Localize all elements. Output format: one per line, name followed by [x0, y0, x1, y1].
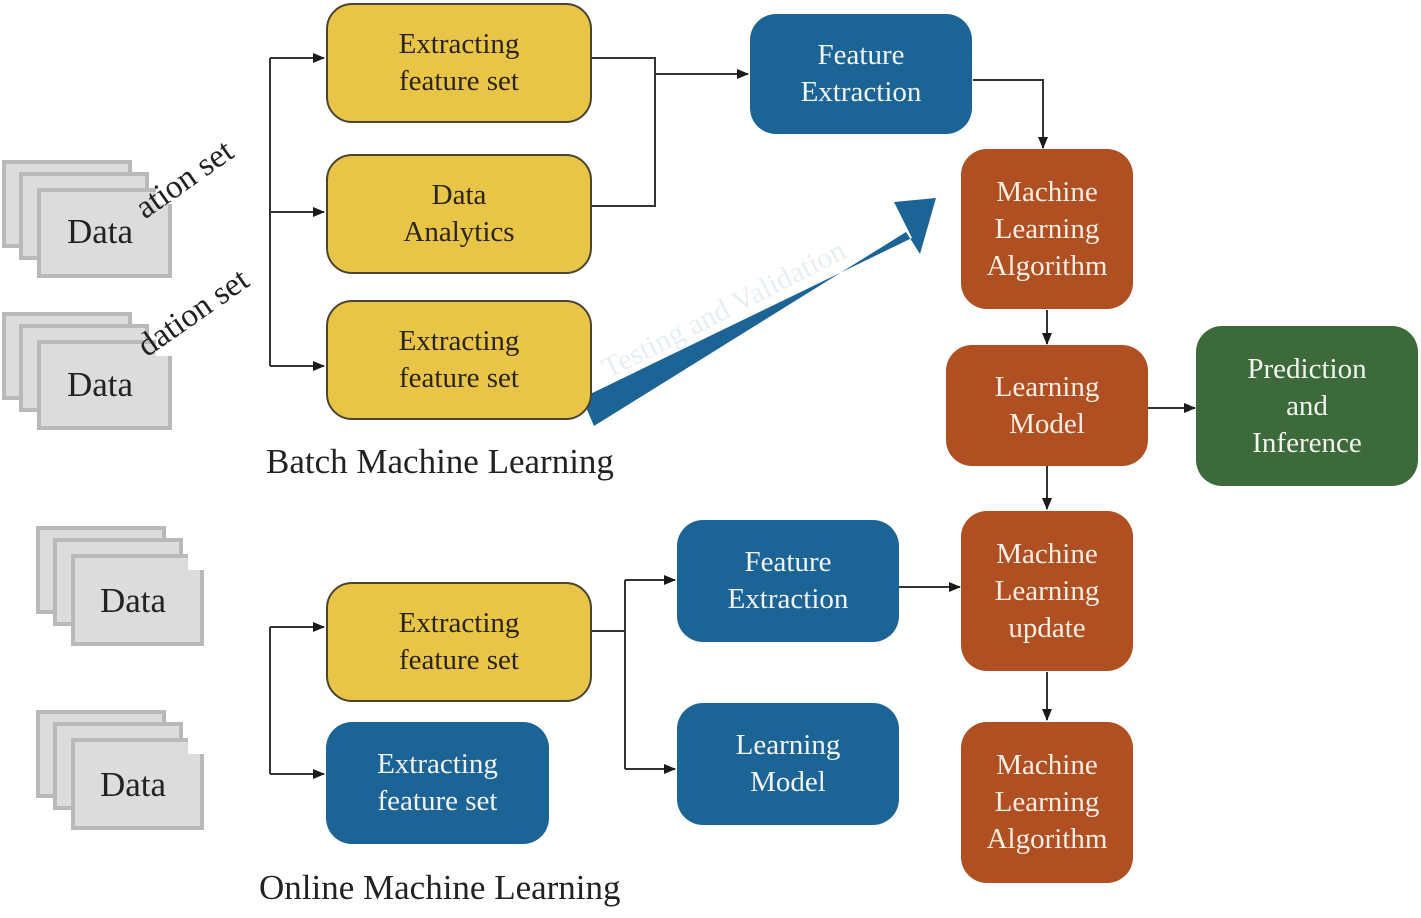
box-label: Inference: [1252, 426, 1362, 459]
box-label: Feature: [817, 39, 905, 71]
box-label: Model: [1009, 407, 1085, 440]
online-ml-update-box[interactable]: Machine Learning update: [961, 511, 1133, 671]
box-label: Feature: [744, 546, 832, 578]
online-feature-extraction-box[interactable]: Feature Extraction: [677, 520, 899, 642]
batch-extracting-feature-set-box-1[interactable]: Extracting feature set: [326, 3, 592, 123]
data-document-icon: [71, 554, 204, 646]
batch-feature-extraction-box[interactable]: Feature Extraction: [750, 14, 972, 134]
data-stack-2: Data: [2, 312, 177, 442]
box-label: Analytics: [403, 216, 515, 248]
box-label: Learning: [994, 786, 1100, 818]
batch-ml-caption: Batch Machine Learning: [266, 442, 614, 481]
data-stack-4: Data: [36, 710, 211, 840]
batch-data-analytics-box[interactable]: Data Analytics: [326, 154, 592, 274]
data-document-icon: [71, 738, 204, 830]
box-label: Extracting: [398, 607, 520, 639]
box-label: update: [1008, 611, 1086, 644]
online-extracting-feature-set-box-yellow[interactable]: Extracting feature set: [326, 582, 592, 702]
data-stack-3: Data: [36, 526, 211, 656]
box-label: Model: [750, 766, 826, 798]
batch-ml-algorithm-box[interactable]: Machine Learning Algorithm: [961, 149, 1133, 309]
box-label: Extracting: [398, 28, 520, 60]
data-document-icon: [37, 340, 172, 430]
box-label: feature set: [399, 362, 519, 394]
data-label: Data: [67, 212, 134, 251]
batch-learning-model-box[interactable]: Learning Model: [946, 345, 1148, 466]
box-label: Machine: [996, 175, 1098, 208]
online-ml-algorithm-box[interactable]: Machine Learning Algorithm: [961, 722, 1133, 883]
data-document-icon: [37, 188, 172, 278]
box-label: Learning: [735, 729, 841, 761]
box-label: Learning: [994, 370, 1100, 403]
box-label: Learning: [994, 212, 1100, 245]
box-label: Extraction: [727, 583, 849, 615]
online-ml-caption: Online Machine Learning: [259, 868, 621, 907]
arrow-to-batch-ml-algorithm: [973, 79, 1048, 149]
box-label: Machine: [996, 749, 1098, 781]
box-label: Machine: [996, 537, 1098, 570]
prediction-inference-box[interactable]: Prediction and Inference: [1196, 326, 1418, 486]
box-label: Extraction: [800, 76, 922, 108]
box-label: Data: [431, 179, 487, 211]
data-label: Data: [67, 365, 134, 404]
box-label: Extracting: [377, 748, 498, 780]
box-label: feature set: [377, 785, 498, 817]
box-label: Algorithm: [986, 823, 1108, 855]
box-label: feature set: [399, 65, 519, 97]
testing-validation-arrow: [582, 198, 936, 426]
data-stack-1: Data: [2, 160, 177, 290]
box-label: Extracting: [398, 325, 520, 357]
box-label: Prediction: [1247, 352, 1367, 385]
online-extracting-feature-set-box-blue[interactable]: Extracting feature set: [326, 722, 549, 844]
online-branch-line: [592, 630, 626, 769]
box-label: Algorithm: [986, 249, 1108, 282]
merge-line-extract-1: [592, 57, 656, 207]
box-label: and: [1286, 389, 1328, 422]
box-label: Learning: [994, 574, 1100, 607]
data-label: Data: [100, 581, 167, 620]
batch-extracting-feature-set-box-2[interactable]: Extracting feature set: [326, 300, 592, 420]
data-label: Data: [100, 765, 167, 804]
box-label: feature set: [399, 644, 519, 676]
online-learning-model-box[interactable]: Learning Model: [677, 703, 899, 825]
